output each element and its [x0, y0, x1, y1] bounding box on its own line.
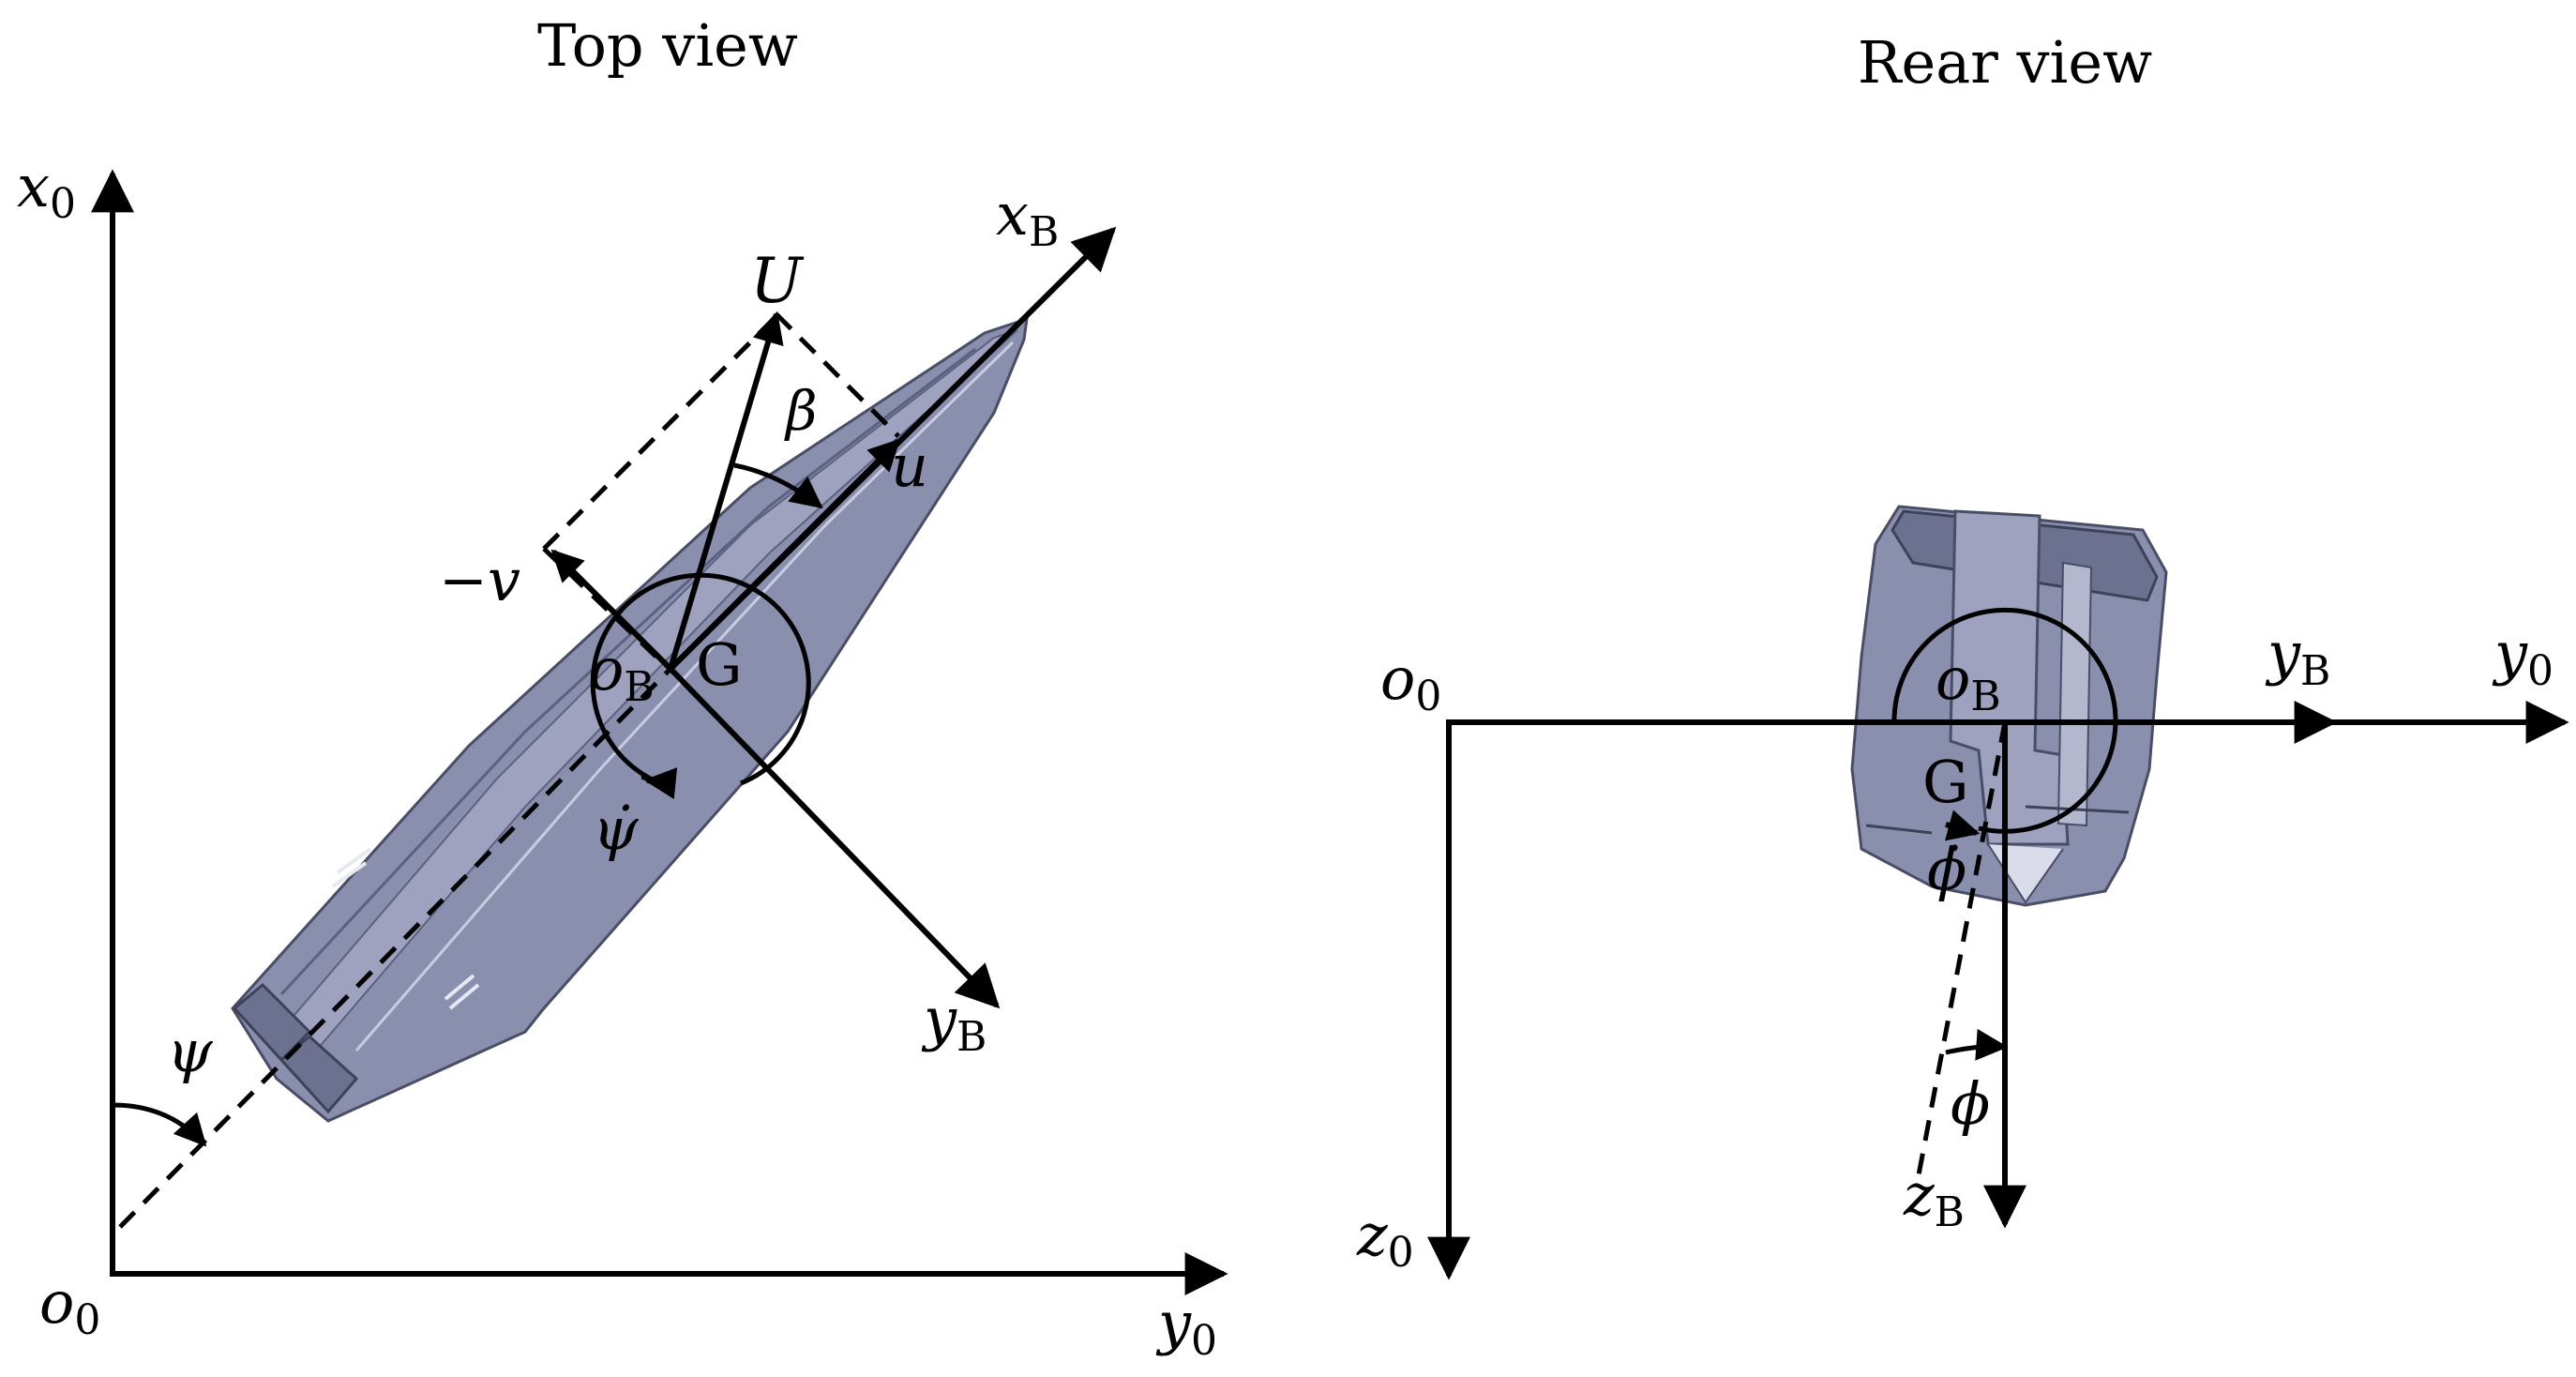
x0-label: x0 [17, 152, 76, 228]
psi-dot-label: ψ̇ [593, 794, 640, 863]
G-label-rear: G [1922, 748, 1969, 816]
phi-label-rear: ϕ [1951, 1069, 1990, 1138]
u-label: u [891, 431, 928, 500]
beta-label: β [784, 379, 818, 443]
yB-label: yB [921, 985, 987, 1061]
minus-v-label: −v [439, 546, 520, 614]
rear-view: Rear view o0 y0 z0 yB zB oB G ϕ̇ ϕ [1356, 28, 2569, 1280]
psi-arc [112, 1102, 207, 1147]
zB-label-rear: zB [1903, 1160, 1965, 1236]
U-projection-u [775, 312, 900, 438]
hull-rear-stairs [2056, 561, 2093, 827]
oB-label-rear: oB [1936, 644, 2001, 720]
U-arrow [668, 310, 784, 670]
phi-dot-arrowhead [1945, 810, 1981, 841]
hull-top-sheer [354, 340, 1015, 1052]
y0-label: y0 [1155, 1289, 1217, 1365]
top-view-title: Top view [537, 11, 798, 80]
hull-top-chine [279, 347, 976, 996]
hull-rear-transom [1949, 509, 2070, 846]
yB-label-rear: yB [2265, 619, 2330, 695]
hull-rear-stern-rails [1865, 805, 2130, 835]
oB-label: oB [589, 635, 655, 711]
beta-arc [733, 462, 823, 509]
o0-label: o0 [39, 1268, 100, 1344]
phi-arc [1945, 1028, 2009, 1061]
zB-tilted-line [1915, 721, 2008, 1181]
yB-axis [668, 666, 1001, 1009]
psi-dot-arrowhead [643, 767, 678, 799]
top-view: Top view [17, 11, 1228, 1365]
hull-top-body [231, 316, 1029, 1123]
U-projection-v-side [542, 547, 668, 668]
rear-view-title: Rear view [1858, 28, 2152, 97]
psi-reference-line [118, 667, 672, 1229]
U-label: U [750, 245, 805, 317]
phi-dot-rotation-circle [1891, 607, 2118, 834]
psi-label: ψ [167, 1017, 214, 1085]
y0-label-rear: y0 [2492, 619, 2553, 695]
hull-top-marks [331, 847, 480, 1010]
U-projection-v [542, 322, 771, 551]
G-label: G [696, 630, 743, 699]
phi-dot-label-rear: ϕ̇ [1927, 835, 1966, 903]
boat-hull-rear [1850, 505, 2168, 907]
z0-label-rear: z0 [1356, 1201, 1414, 1277]
u-arrow [668, 438, 901, 672]
xB-label: xB [996, 180, 1059, 256]
o0-label-rear: o0 [1380, 644, 1441, 720]
psi-dot-rotation-circle [590, 572, 811, 786]
